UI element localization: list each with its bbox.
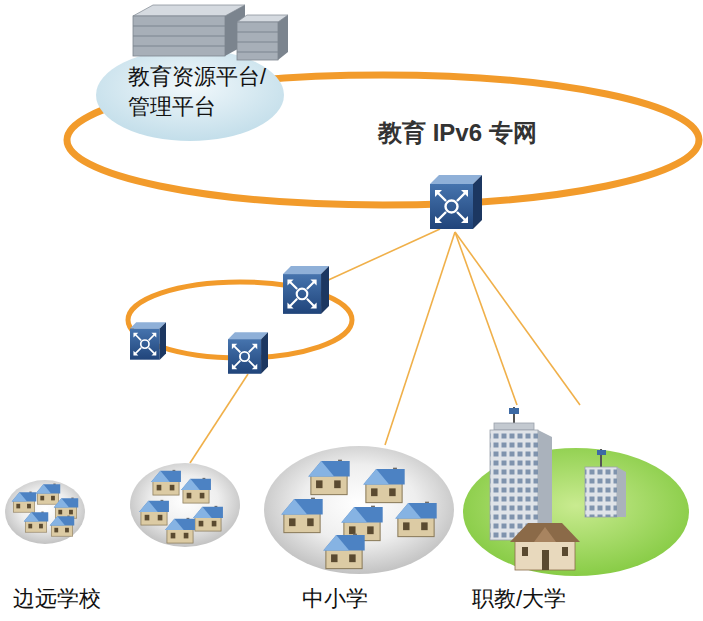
- node-shape: [264, 446, 454, 574]
- node-illustration: [133, 5, 288, 60]
- router-icon: [130, 322, 166, 359]
- node-shape: [67, 75, 699, 205]
- node-label: 边远学校: [13, 585, 101, 613]
- node-label: 教育资源平台/ 管理平台: [128, 62, 278, 122]
- uplink-wire: [324, 229, 440, 282]
- network-link: [455, 232, 580, 405]
- node-illustration: [12, 484, 78, 537]
- node-label: 职教/大学: [472, 585, 566, 613]
- node-illustration: [430, 175, 482, 229]
- node-shape: [5, 480, 85, 544]
- school-group: 中小学: [262, 445, 458, 617]
- node-label: 教育 IPv6 专网: [378, 118, 537, 148]
- node-illustration: [281, 460, 436, 569]
- network-link: [455, 232, 517, 405]
- school-group: 边远学校: [3, 468, 118, 618]
- network-link: [385, 232, 455, 445]
- router-icon: [283, 266, 329, 314]
- node-illustration: [490, 407, 626, 570]
- platform-cloud: 教育资源平台/ 管理平台: [95, 2, 290, 144]
- campus-group: 职教/大学: [460, 405, 698, 618]
- node-label: 中小学: [302, 585, 368, 613]
- school-ground: [130, 463, 240, 547]
- access-wire: [190, 374, 248, 463]
- node-shape: [96, 49, 284, 141]
- house-group: [139, 470, 223, 543]
- router-icon: [228, 332, 268, 374]
